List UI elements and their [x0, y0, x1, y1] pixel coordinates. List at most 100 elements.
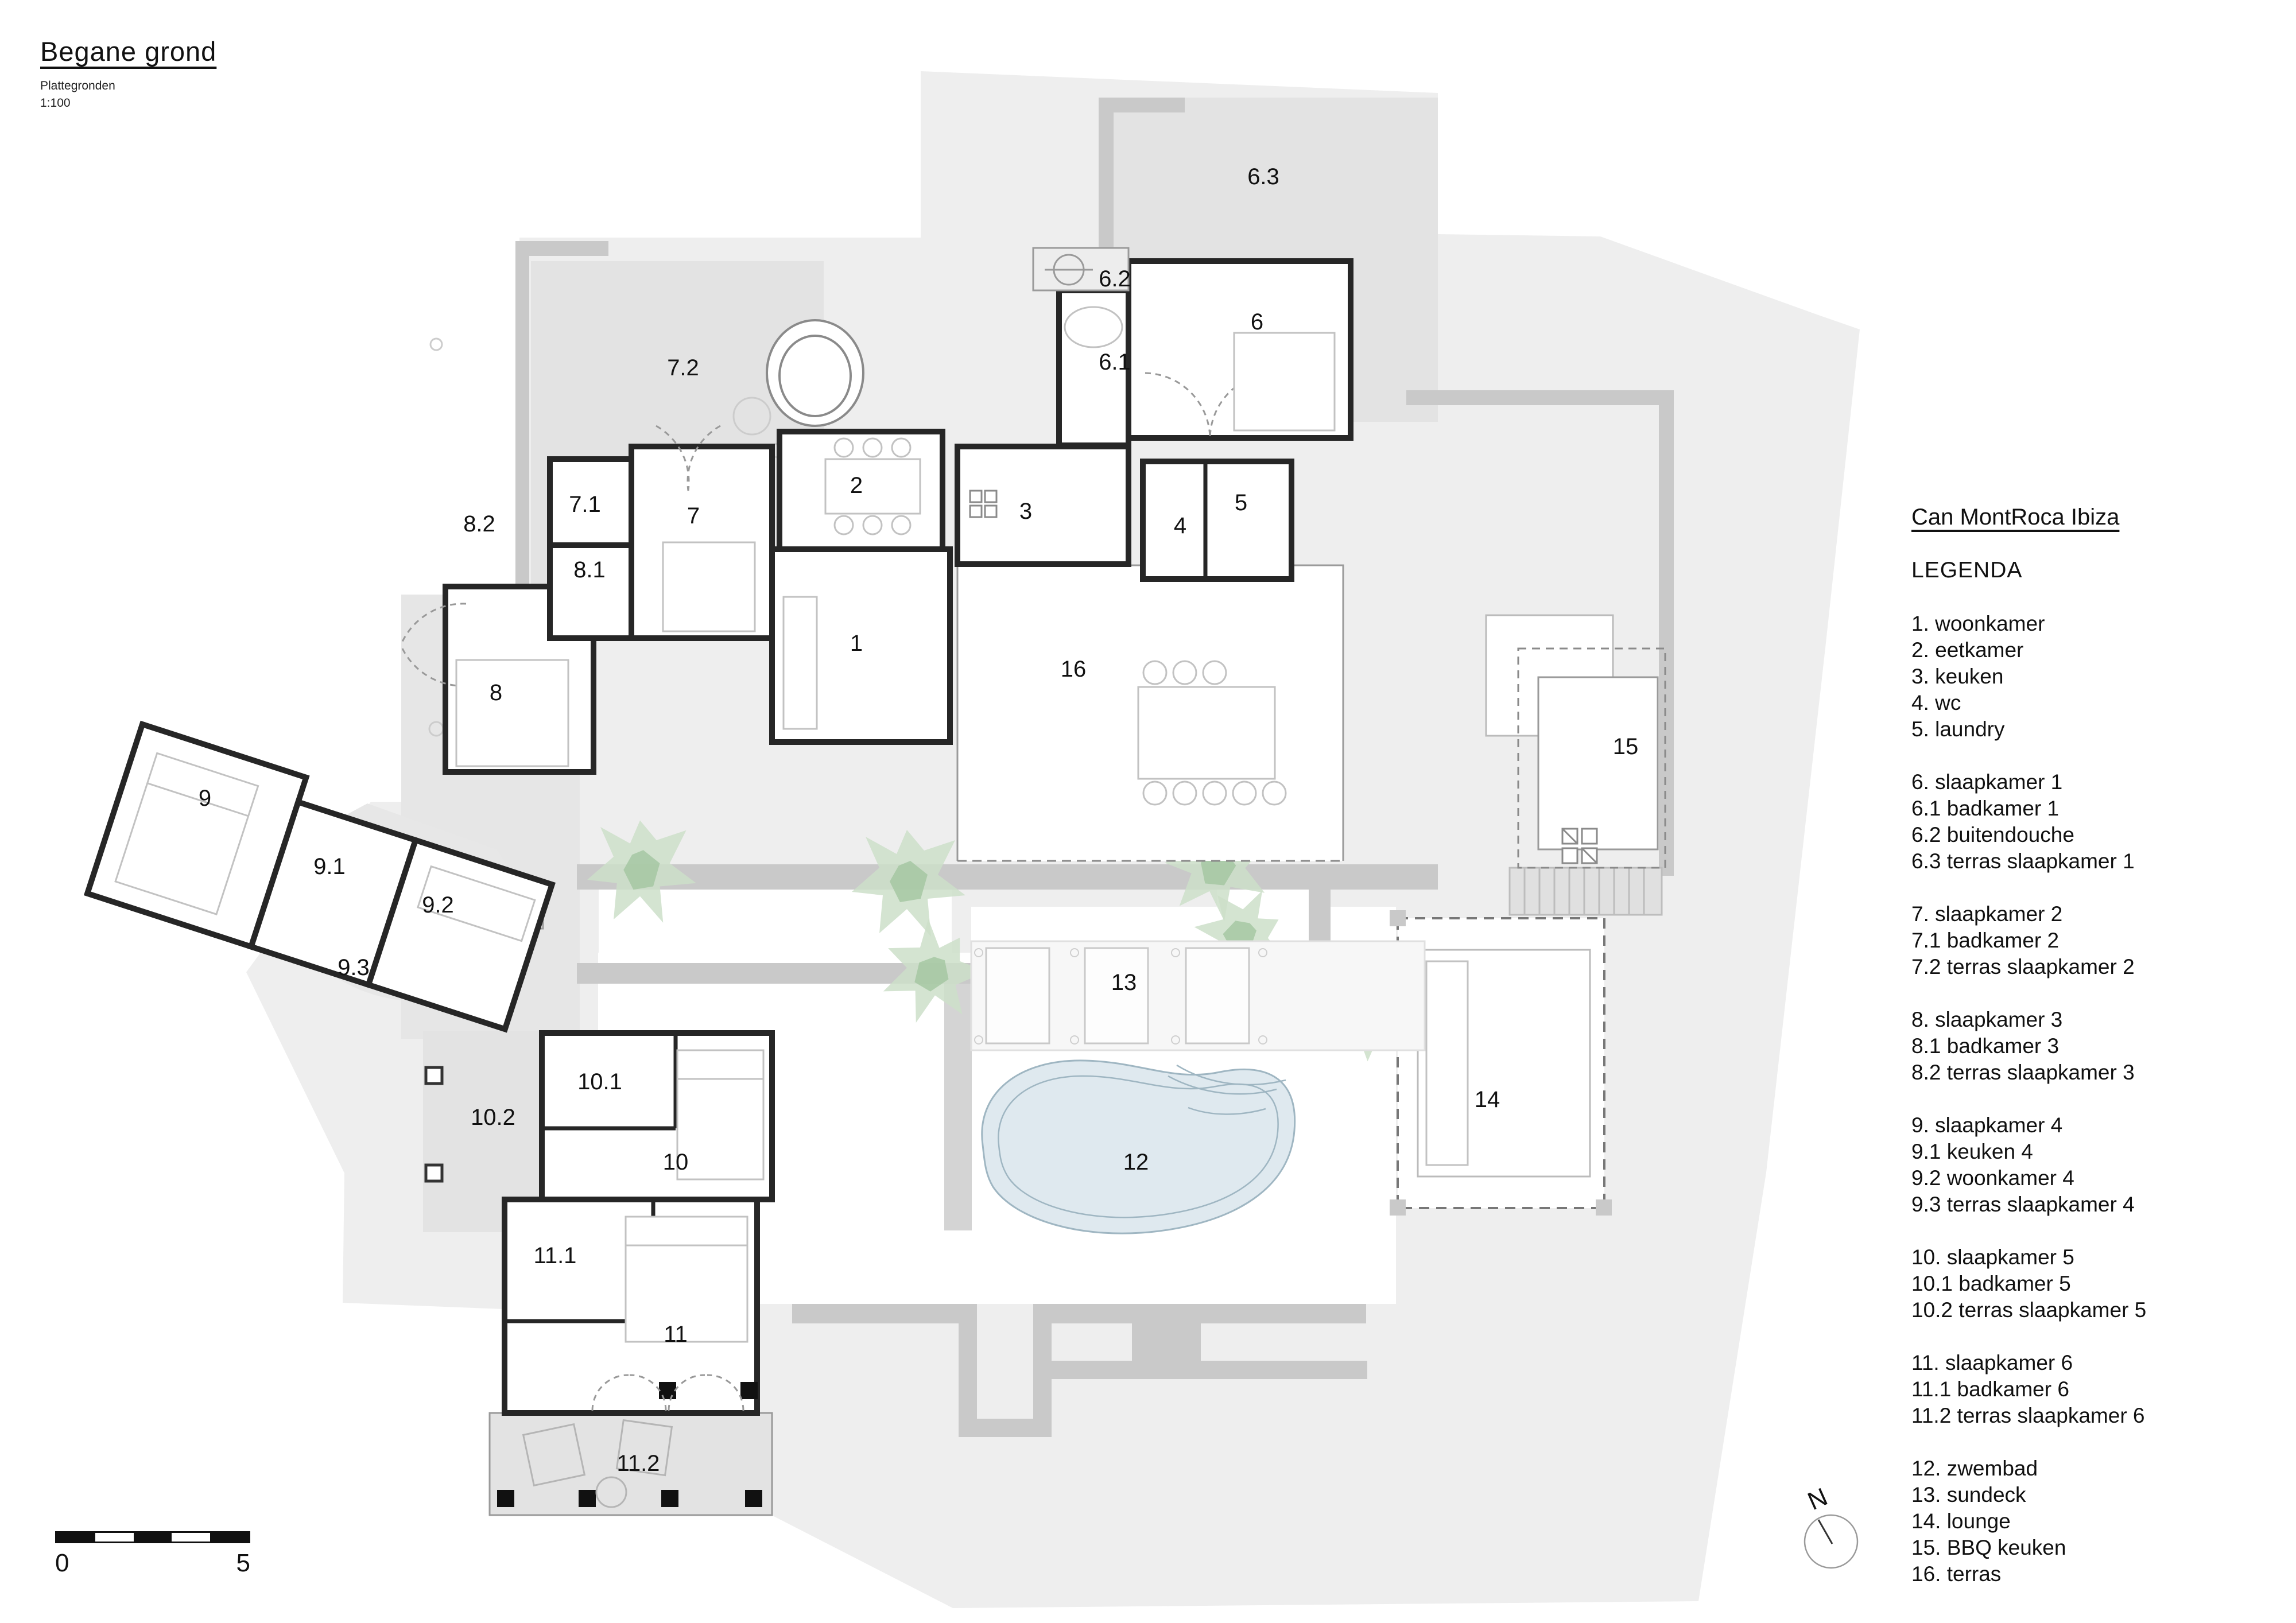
court-band-top: [1406, 390, 1674, 405]
north-label: N: [1804, 1482, 1832, 1516]
room-label-16: 16: [1061, 657, 1087, 682]
legend-item: 11. slaapkamer 6: [1911, 1351, 2073, 1374]
room-label-6-2: 6.2: [1099, 266, 1131, 292]
bathtub-6-1: [1064, 306, 1123, 348]
room-label-11-1: 11.1: [534, 1243, 577, 1268]
room-8-1: [547, 542, 634, 641]
bbq-stove-icon: [1561, 828, 1598, 864]
sheet-subtitle: Plattegronden: [40, 79, 115, 92]
legend-item: 6.1 badkamer 1: [1911, 797, 2060, 820]
roof-band-72-v: [515, 241, 529, 620]
legend-item: 9. slaapkamer 4: [1911, 1113, 2063, 1137]
room-label-5: 5: [1235, 490, 1247, 515]
legend-group-slaapkamer-6: 11. slaapkamer 6 11.1 badkamer 6 11.2 te…: [1911, 1350, 2146, 1429]
scale-bar-start: 0: [55, 1549, 69, 1577]
room-label-15: 15: [1613, 734, 1639, 759]
bed-7: [662, 541, 756, 632]
room-label-1: 1: [850, 631, 863, 656]
room-label-10: 10: [663, 1150, 689, 1175]
area-16-terras: [956, 564, 1344, 862]
outdoor-chairs: [1142, 660, 1287, 806]
walk-spur-left: [959, 1304, 977, 1437]
legend-item: 8.1 badkamer 3: [1911, 1034, 2060, 1058]
terrace-11-2: [488, 1412, 773, 1516]
legend-item: 6.2 buitendouche: [1911, 823, 2074, 847]
chairs-2: [833, 437, 912, 535]
legend-item: 10. slaapkamer 5: [1911, 1245, 2074, 1269]
court-band-right: [1659, 390, 1674, 876]
legend-item: 5. laundry: [1911, 717, 2005, 741]
room-label-9-2: 9.2: [422, 892, 454, 918]
planter-band-top: [577, 864, 1438, 890]
legend-item: 9.3 terras slaapkamer 4: [1911, 1193, 2135, 1216]
room-label-2: 2: [850, 473, 863, 498]
room-label-4: 4: [1174, 513, 1186, 538]
legend-item: 1. woonkamer: [1911, 612, 2045, 635]
room-label-8-1: 8.1: [573, 557, 606, 583]
stairs-bbq: [1508, 867, 1663, 916]
legend-item: 8.2 terras slaapkamer 3: [1911, 1061, 2135, 1084]
pool-steps: [1168, 1064, 1286, 1115]
legend-item: 2. eetkamer: [1911, 638, 2024, 662]
legend-item: 15. BBQ keuken: [1911, 1536, 2066, 1559]
legend-item: 4. wc: [1911, 691, 1961, 715]
legend-item: 11.1 badkamer 6: [1911, 1377, 2069, 1401]
room-3: [955, 444, 1131, 567]
legend-item: 7. slaapkamer 2: [1911, 902, 2063, 926]
room-label-7-1: 7.1: [569, 492, 601, 517]
legend-heading: LEGENDA: [1911, 558, 2023, 583]
sofa-9-2: [417, 865, 536, 942]
room-label-6-3: 6.3: [1247, 164, 1279, 189]
room-label-3: 3: [1019, 499, 1032, 524]
area-14-lounge: [1390, 910, 1612, 1216]
legend-group-main: 1. woonkamer 2. eetkamer 3. keuken 4. wc…: [1911, 611, 2146, 743]
walk-block: [1132, 1323, 1201, 1361]
legend-group-slaapkamer-1: 6. slaapkamer 1 6.1 badkamer 1 6.2 buite…: [1911, 769, 2146, 875]
room-label-11-2: 11.2: [617, 1451, 660, 1476]
deck-dots: [974, 948, 1267, 1045]
legend: Can MontRoca Ibiza LEGENDA 1. woonkamer …: [1911, 504, 2146, 1614]
room-label-6: 6: [1251, 309, 1263, 335]
room-label-7: 7: [687, 503, 700, 529]
room-label-13: 13: [1111, 970, 1137, 995]
lounge-sofa: [1425, 960, 1469, 1166]
tower: [766, 319, 864, 427]
sofa-1: [782, 596, 818, 730]
walk-band-lower: [1039, 1361, 1367, 1379]
room-label-6-1: 6.1: [1099, 350, 1131, 375]
room-7-1: [547, 456, 634, 548]
legend-item: 11.2 terras slaapkamer 6: [1911, 1404, 2145, 1427]
bed-11: [625, 1216, 748, 1343]
legend-item: 3. keuken: [1911, 665, 2004, 688]
room-label-12: 12: [1123, 1150, 1149, 1175]
walk-spur-bottom: [959, 1419, 1052, 1437]
legend-item: 16. terras: [1911, 1562, 2002, 1586]
dining-table-outdoor: [1137, 686, 1276, 780]
room-label-10-2: 10.2: [471, 1105, 515, 1130]
posts-10-2: [424, 1066, 444, 1183]
scale-bar: 0 5: [55, 1531, 250, 1578]
legend-item: 10.2 terras slaapkamer 5: [1911, 1298, 2147, 1322]
legend-item: 14. lounge: [1911, 1509, 2011, 1533]
rooms-4-5: [1140, 459, 1294, 582]
bed-9: [114, 752, 259, 915]
sheet-scale: 1:100: [40, 96, 71, 110]
lounge-posts: [1390, 910, 1612, 1216]
sheet-title: Begane grond: [40, 36, 217, 67]
roof-band-72-h: [517, 241, 608, 256]
sun-loungers: [985, 947, 1250, 1045]
legend-group-buiten: 12. zwembad 13. sundeck 14. lounge 15. B…: [1911, 1455, 2146, 1587]
legend-group-slaapkamer-3: 8. slaapkamer 3 8.1 badkamer 3 8.2 terra…: [1911, 1007, 2146, 1086]
terrace-11-2-furniture: [522, 1419, 673, 1508]
legend-item: 9.2 woonkamer 4: [1911, 1166, 2074, 1190]
legend-item: 6. slaapkamer 1: [1911, 770, 2063, 794]
bed-8: [455, 659, 569, 767]
room-label-10-1: 10.1: [577, 1069, 622, 1094]
legend-item: 9.1 keuken 4: [1911, 1140, 2033, 1163]
legend-group-slaapkamer-4: 9. slaapkamer 4 9.1 keuken 4 9.2 woonkam…: [1911, 1112, 2146, 1218]
stove-3: [969, 490, 998, 518]
legend-item: 10.1 badkamer 5: [1911, 1272, 2071, 1295]
room-label-9-1: 9.1: [313, 854, 346, 879]
room-label-14: 14: [1475, 1087, 1500, 1112]
